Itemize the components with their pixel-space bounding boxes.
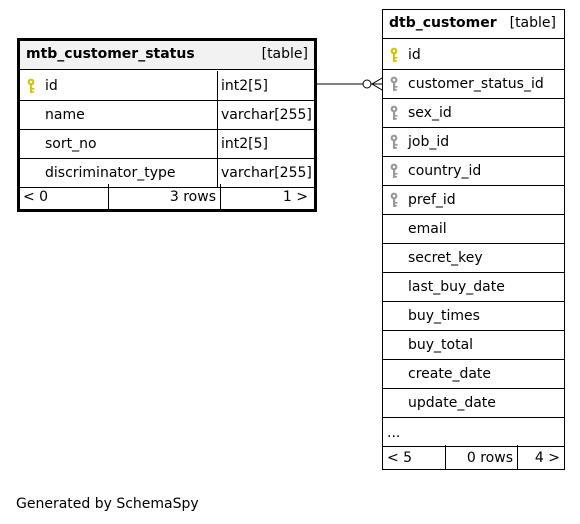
table-kind-label: [table] bbox=[261, 46, 308, 62]
column-name: update_date bbox=[408, 395, 496, 411]
table-mtb-customer-status[interactable]: mtb_customer_status [table] id int2[5] nam… bbox=[17, 38, 317, 212]
footer-children-label: 4 > bbox=[534, 450, 560, 466]
table-name: dtb_customer bbox=[389, 15, 497, 31]
footer-rowcount: 0 rows bbox=[445, 445, 518, 469]
column-row-discriminator-type[interactable]: discriminator_type varchar[255] bbox=[20, 158, 314, 188]
column-row-customer-status-id[interactable]: customer_status_id bbox=[383, 69, 564, 99]
footer-parents-label: < 5 bbox=[387, 450, 413, 466]
zero-optional-marker bbox=[362, 79, 372, 89]
column-divider bbox=[217, 129, 218, 158]
column-row-buy-times[interactable]: buy_times bbox=[383, 301, 564, 331]
footer-parents[interactable]: < 5 bbox=[383, 445, 446, 469]
more-columns-indicator: ... bbox=[387, 425, 401, 441]
foreign-key-icon bbox=[389, 76, 401, 92]
column-divider bbox=[217, 100, 218, 129]
column-row-job-id[interactable]: job_id bbox=[383, 127, 564, 157]
foreign-key-icon bbox=[389, 134, 401, 150]
table-dtb-customer[interactable]: dtb_customer [table] id customer_status_i… bbox=[382, 9, 565, 470]
column-name: secret_key bbox=[408, 250, 483, 266]
column-name: last_buy_date bbox=[408, 279, 505, 295]
column-row-last-buy-date[interactable]: last_buy_date bbox=[383, 272, 564, 302]
column-name: name bbox=[45, 107, 85, 123]
footer-children-label: 1 > bbox=[282, 189, 308, 205]
table-footer: < 0 3 rows 1 > bbox=[20, 184, 314, 209]
column-row-id[interactable]: id int2[5] bbox=[20, 71, 314, 101]
table-name: mtb_customer_status bbox=[26, 46, 195, 62]
column-name: job_id bbox=[408, 134, 450, 150]
column-row-sex-id[interactable]: sex_id bbox=[383, 98, 564, 128]
footer-children[interactable]: 4 > bbox=[517, 445, 564, 469]
more-columns-row: ... bbox=[383, 421, 564, 447]
footer-rowcount: 3 rows bbox=[108, 184, 221, 209]
crow-foot-lower bbox=[371, 83, 383, 91]
column-row-sort-no[interactable]: sort_no int2[5] bbox=[20, 129, 314, 159]
column-name: customer_status_id bbox=[408, 76, 544, 92]
column-name: discriminator_type bbox=[45, 165, 176, 181]
column-name: country_id bbox=[408, 163, 482, 179]
table-header[interactable]: dtb_customer [table] bbox=[383, 10, 564, 39]
generated-by-caption: Generated by SchemaSpy bbox=[16, 496, 199, 512]
column-type: int2[5] bbox=[221, 78, 268, 94]
footer-children[interactable]: 1 > bbox=[220, 184, 314, 209]
column-type: int2[5] bbox=[221, 136, 268, 152]
column-name: sort_no bbox=[45, 136, 97, 152]
column-divider bbox=[217, 71, 218, 100]
table-kind-label: [table] bbox=[509, 15, 556, 31]
column-name: sex_id bbox=[408, 105, 452, 121]
foreign-key-icon bbox=[389, 105, 401, 121]
column-name: email bbox=[408, 221, 447, 237]
column-row-id[interactable]: id bbox=[383, 40, 564, 70]
footer-rowcount-label: 3 rows bbox=[169, 189, 216, 205]
column-name: buy_times bbox=[408, 308, 480, 324]
column-row-buy-total[interactable]: buy_total bbox=[383, 330, 564, 360]
column-name: id bbox=[408, 47, 421, 63]
crow-foot-upper bbox=[371, 77, 383, 85]
column-name: create_date bbox=[408, 366, 492, 382]
column-row-pref-id[interactable]: pref_id bbox=[383, 185, 564, 215]
column-row-country-id[interactable]: country_id bbox=[383, 156, 564, 186]
table-header[interactable]: mtb_customer_status [table] bbox=[20, 41, 314, 70]
foreign-key-icon bbox=[389, 163, 401, 179]
column-name: pref_id bbox=[408, 192, 456, 208]
column-row-create-date[interactable]: create_date bbox=[383, 359, 564, 389]
column-row-email[interactable]: email bbox=[383, 214, 564, 244]
column-type: varchar[255] bbox=[221, 165, 312, 181]
column-type: varchar[255] bbox=[221, 107, 312, 123]
table-footer: < 5 0 rows 4 > bbox=[383, 445, 564, 469]
footer-parents-label: < 0 bbox=[23, 189, 49, 205]
footer-rowcount-label: 0 rows bbox=[466, 450, 513, 466]
footer-parents[interactable]: < 0 bbox=[20, 184, 109, 209]
column-row-secret-key[interactable]: secret_key bbox=[383, 243, 564, 273]
column-row-update-date[interactable]: update_date bbox=[383, 388, 564, 418]
column-row-name[interactable]: name varchar[255] bbox=[20, 100, 314, 130]
primary-key-icon bbox=[26, 78, 38, 94]
primary-key-icon bbox=[389, 47, 401, 63]
column-name: buy_total bbox=[408, 337, 474, 353]
foreign-key-icon bbox=[389, 192, 401, 208]
column-divider bbox=[217, 158, 218, 187]
column-name: id bbox=[45, 78, 58, 94]
